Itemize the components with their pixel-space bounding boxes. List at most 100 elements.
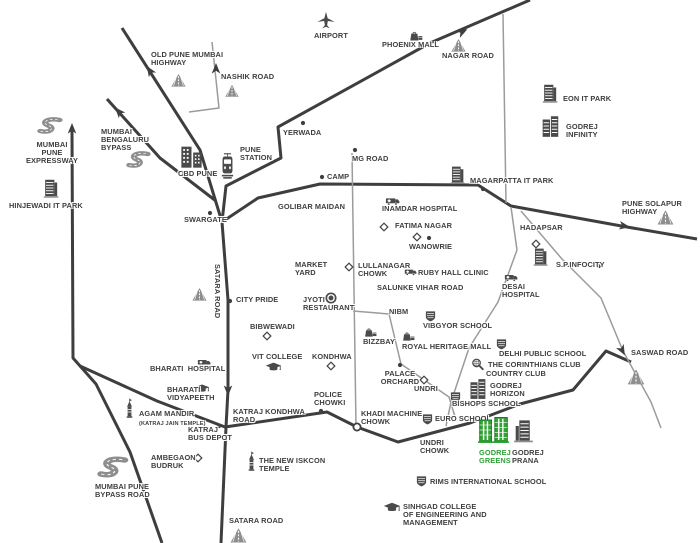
label-jyoti-restaurant: JYOTI RESTAURANT [303,295,355,312]
highway-icon [450,37,467,53]
mall-icon [401,329,416,343]
label-mg-road: MG ROAD [352,154,389,163]
train-icon [219,152,236,179]
highway-icon [656,208,675,226]
school-icon [421,412,434,426]
building-icon [531,246,550,267]
school-icon [424,309,437,323]
spot-dot-marker [207,210,213,216]
label-euro-school: EURO SCHOOL [435,414,492,423]
mall-icon [363,325,378,339]
label-desai-hospital: DESAI HOSPITAL [502,282,540,299]
label-airport: AIRPORT [314,31,348,40]
label-sinhgad-college: SINHGAD COLLEGE OF ENGINEERING AND MANAG… [403,502,487,527]
label-pune-solapur-highway: PUNE SOLAPUR HIGHWAY [622,199,682,216]
label-undri: UNDRI [414,384,438,393]
label-agam-mandir-sub: (KATRAJ JAIN TEMPLE) [139,421,206,427]
school-icon [415,474,428,488]
road-direction-arrow [114,107,126,119]
locality-diamond-marker [344,262,354,272]
highway-icon [224,83,240,98]
highway-icon [229,526,248,543]
label-ambegaon-budruk: AMBEGAON BUDRUK [151,453,196,470]
road-direction-arrow [67,123,77,134]
label-vibgyor-school: VIBGYOR SCHOOL [423,321,493,330]
label-rims-international-school: RIMS INTERNATIONAL SCHOOL [430,477,547,486]
locality-diamond-marker [531,239,541,249]
highway-icon [191,286,208,302]
label-cbd-pune: CBD PUNE [178,169,218,178]
restaurant-icon [324,291,338,305]
label-godrej-greens: GODREJ GREENS [479,448,511,465]
cbd-icon [178,142,205,170]
label-satara-road-mid: SATARA ROAD [213,264,222,319]
label-vit-college: VIT COLLEGE [252,352,303,361]
road-satara-road-line [219,221,230,543]
label-godrej-infinity: GODREJ INFINITY [566,122,598,139]
hospital-icon [385,194,400,207]
label-mumbai-pune-expressway: MUMBAI PUNE EXPRESSWAY [25,140,79,165]
temple-icon [123,398,136,419]
road-airport-link-road [502,13,507,204]
label-nashik-road: NASHIK ROAD [221,72,275,81]
label-satara-road-bottom: SATARA ROAD [229,516,284,525]
label-katraj-kondhwa-road: KATRAJ KONDHWA ROAD [233,407,305,424]
label-eon-it-park: EON IT PARK [563,94,612,103]
road-direction-arrow [618,221,630,230]
label-sp-infocity: S.P.INFOCITY [556,260,605,269]
hospital-icon [404,266,417,277]
spot-dot-marker [480,186,486,192]
greens-icon [477,415,510,445]
road-nashik-road-line [188,41,220,113]
spot-dot-marker [319,174,325,180]
label-godrej-horizon: GODREJ HORIZON [490,381,525,398]
hospital-icon [197,356,211,368]
winding-icon [126,150,152,169]
label-market-yard: MARKET YARD [295,260,328,277]
building-icon [540,82,560,104]
locality-diamond-marker [412,232,422,242]
label-bishops-school: BISHOPS SCHOOL [452,399,521,408]
label-wanowrie: WANOWRIE [409,242,453,251]
label-palace-orchard: PALACE ORCHARD [380,369,420,386]
road-katraj-link-road [79,364,226,429]
label-city-pride: CITY PRIDE [236,295,279,304]
label-bibwewadi: BIBWEWADI [250,322,295,331]
label-ruby-hall-clinic: RUBY HALL CLINIC [418,268,489,277]
label-godrej-prana: GODREJ PRANA [512,448,544,465]
highway-icon [626,367,646,386]
road-katraj-kondhwa-road-line [224,349,632,444]
prana-icon [511,417,536,444]
hospital-icon [504,271,518,283]
label-yerwada: YERWADA [283,128,322,137]
spot-dot-marker [397,362,403,368]
junction-node-marker [352,422,362,432]
building-icon [41,177,61,199]
road-mg-lullanagar-road [351,152,357,428]
road-hadapsar-undri-road [445,206,518,427]
buildings2-icon [539,113,561,139]
building-icon [448,164,467,185]
label-country-club: COUNTRY CLUB [486,369,546,378]
locality-diamond-marker [262,331,272,341]
label-phoenix-mall: PHOENIX MALL [382,40,440,49]
spot-dot-marker [426,235,432,241]
label-iskcon-temple: THE NEW ISKCON TEMPLE [259,456,326,473]
spot-dot-marker [216,423,222,429]
spot-dot-marker [596,263,602,269]
highway-icon [170,72,187,88]
road-nagar-road [220,0,531,223]
locality-diamond-marker [379,222,389,232]
road-direction-arrow [211,63,221,74]
spot-dot-marker [227,298,233,304]
winding-icon [97,455,130,479]
spot-dot-marker [318,408,324,414]
buildings2-icon [467,376,488,401]
road-saswad-road-line [520,210,662,429]
winding-icon [37,116,64,135]
road-direction-arrow [146,65,157,78]
temple-icon [245,451,258,472]
plane-icon [315,10,337,32]
